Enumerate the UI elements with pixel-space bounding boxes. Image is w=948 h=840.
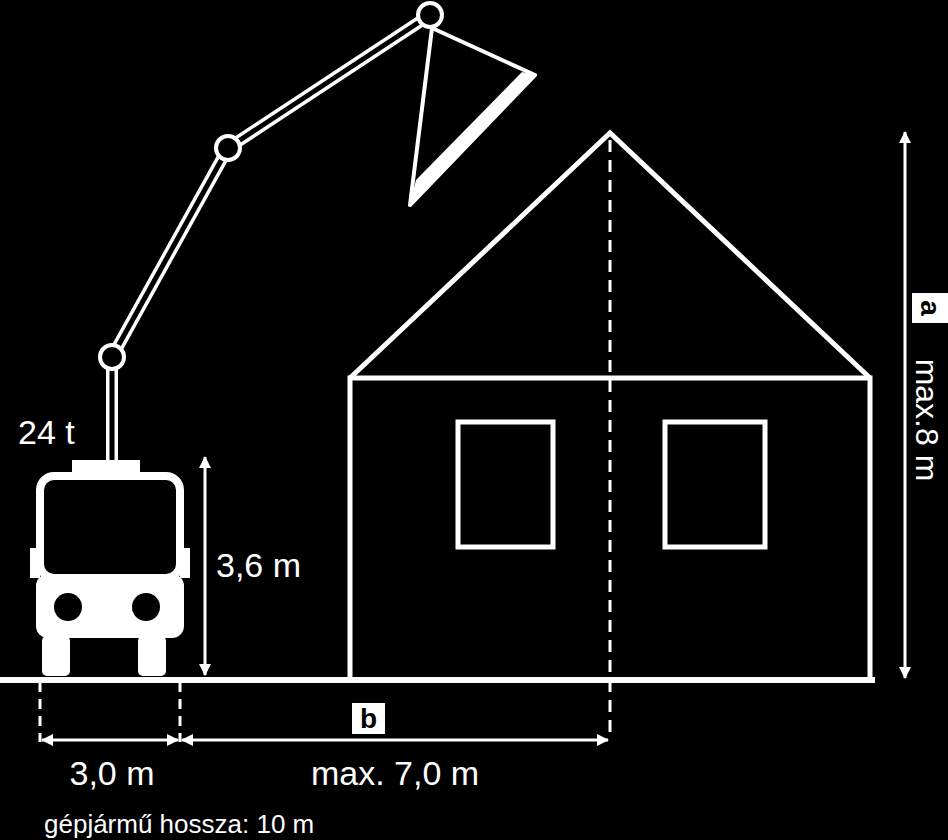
ridge-dashed-line xyxy=(609,140,612,738)
crane-boom xyxy=(100,3,535,470)
dimension-label: max.8 m xyxy=(911,359,943,482)
letter-box: a xyxy=(912,293,948,323)
dimension-letter: b xyxy=(360,705,377,733)
dimension-label: max. 7,0 m xyxy=(311,756,479,790)
weight-label: 24 t xyxy=(18,415,75,449)
dimension-letter: a xyxy=(916,300,944,316)
truck xyxy=(30,460,190,676)
dimension-label: 3,0 m xyxy=(69,756,154,790)
dimension-label: 3,6 m xyxy=(216,548,301,582)
letter-box: b xyxy=(352,703,385,734)
dimension-lines xyxy=(40,132,905,742)
note: gépjármű hossza: 10 m xyxy=(44,811,314,837)
